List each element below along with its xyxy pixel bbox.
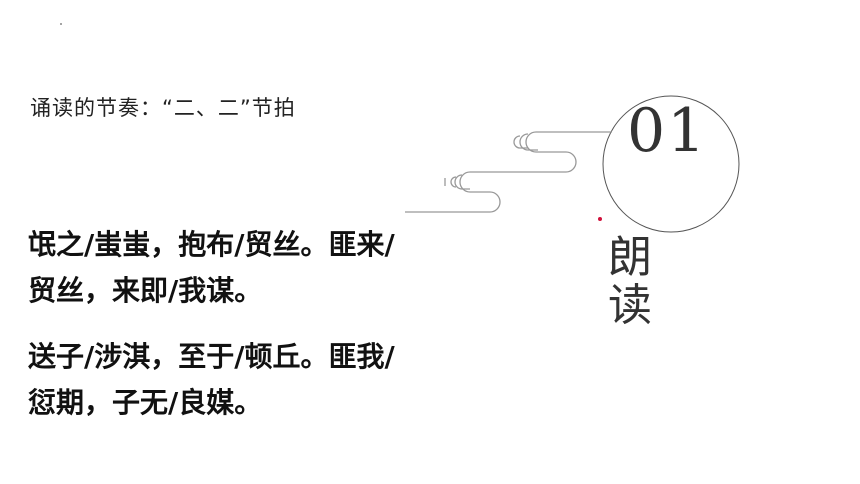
section-circle [602,95,740,233]
poem-line: 送子/涉淇，至于/顿丘。匪我/ [28,340,395,373]
section-title-char: 读 [608,280,652,331]
poem-line: 贸丝，来即/我谋。 [28,274,263,307]
cloud-ornament-lower [405,171,501,213]
section-title: 朗 读 [608,234,660,330]
poem-stanza-2: 送子/涉淇，至于/顿丘。匪我/ 愆期，子无/良媒。 [28,334,508,426]
poem-line: 愆期，子无/良媒。 [28,386,263,419]
accent-dot [598,217,602,221]
section-title-char: 朗 [608,232,652,283]
rhythm-subtitle: 诵读的节奏：“二、二”节拍 [30,96,296,120]
poem-stanza-1: 氓之/蚩蚩，抱布/贸丝。匪来/ 贸丝，来即/我谋。 [28,222,508,314]
decorative-dot [60,23,62,25]
section-number: 01 [627,96,708,166]
cloud-ornament-upper [470,131,612,173]
poem-line: 氓之/蚩蚩，抱布/贸丝。匪来/ [28,228,395,261]
